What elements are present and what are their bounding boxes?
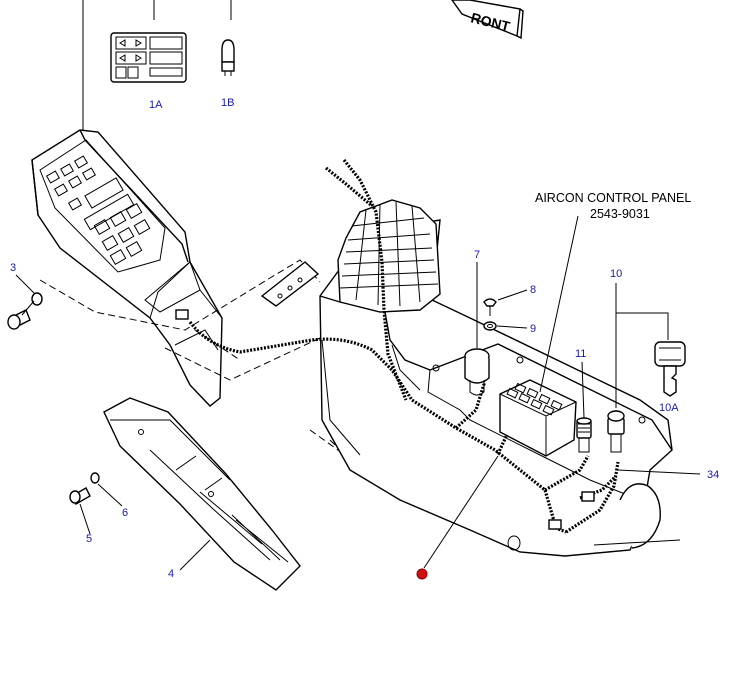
callout-1b: 1B xyxy=(221,97,234,109)
harness-branch-switch xyxy=(544,455,590,492)
bulb-1b xyxy=(221,39,235,76)
mounting-bracket xyxy=(260,261,320,307)
harness-branch-up-2 xyxy=(325,166,374,208)
harness-marker xyxy=(416,568,428,580)
joystick-boot xyxy=(337,199,441,313)
aircon-panel-part-number: 2543-9031 xyxy=(590,207,650,221)
lower-cover-4 xyxy=(103,397,301,591)
aircon-control-panel xyxy=(499,379,577,457)
callout-11: 11 xyxy=(575,348,586,360)
harness-connector xyxy=(548,519,562,530)
screw-8 xyxy=(483,298,497,316)
callout-34: 34 xyxy=(707,469,719,481)
key-10a xyxy=(654,341,686,397)
callout-4: 4 xyxy=(168,568,174,580)
front-direction-arrow: RONT xyxy=(451,0,524,40)
harness-connector-left xyxy=(175,309,189,320)
harness-connector-2 xyxy=(581,491,595,502)
callout-10: 10 xyxy=(610,268,622,280)
key-switch-10 xyxy=(607,410,625,453)
harness-branch-up xyxy=(342,159,408,401)
screw-5 xyxy=(69,487,91,505)
nut-9 xyxy=(483,321,497,331)
callout-5: 5 xyxy=(86,533,92,545)
left-console-housing xyxy=(31,129,223,407)
aircon-panel-title: AIRCON CONTROL PANEL xyxy=(535,191,691,205)
washer-6 xyxy=(90,472,100,484)
callout-7: 7 xyxy=(474,249,480,261)
callout-9: 9 xyxy=(530,323,536,335)
callout-6: 6 xyxy=(122,507,128,519)
socket-7 xyxy=(464,348,490,396)
callout-8: 8 xyxy=(530,284,536,296)
callout-10a: 10A xyxy=(659,402,679,414)
callout-3: 3 xyxy=(10,262,16,274)
screw-3 xyxy=(7,292,43,330)
switch-panel-1a xyxy=(110,32,187,83)
harness-branch-key xyxy=(565,461,620,534)
callout-1a: 1A xyxy=(149,99,163,111)
